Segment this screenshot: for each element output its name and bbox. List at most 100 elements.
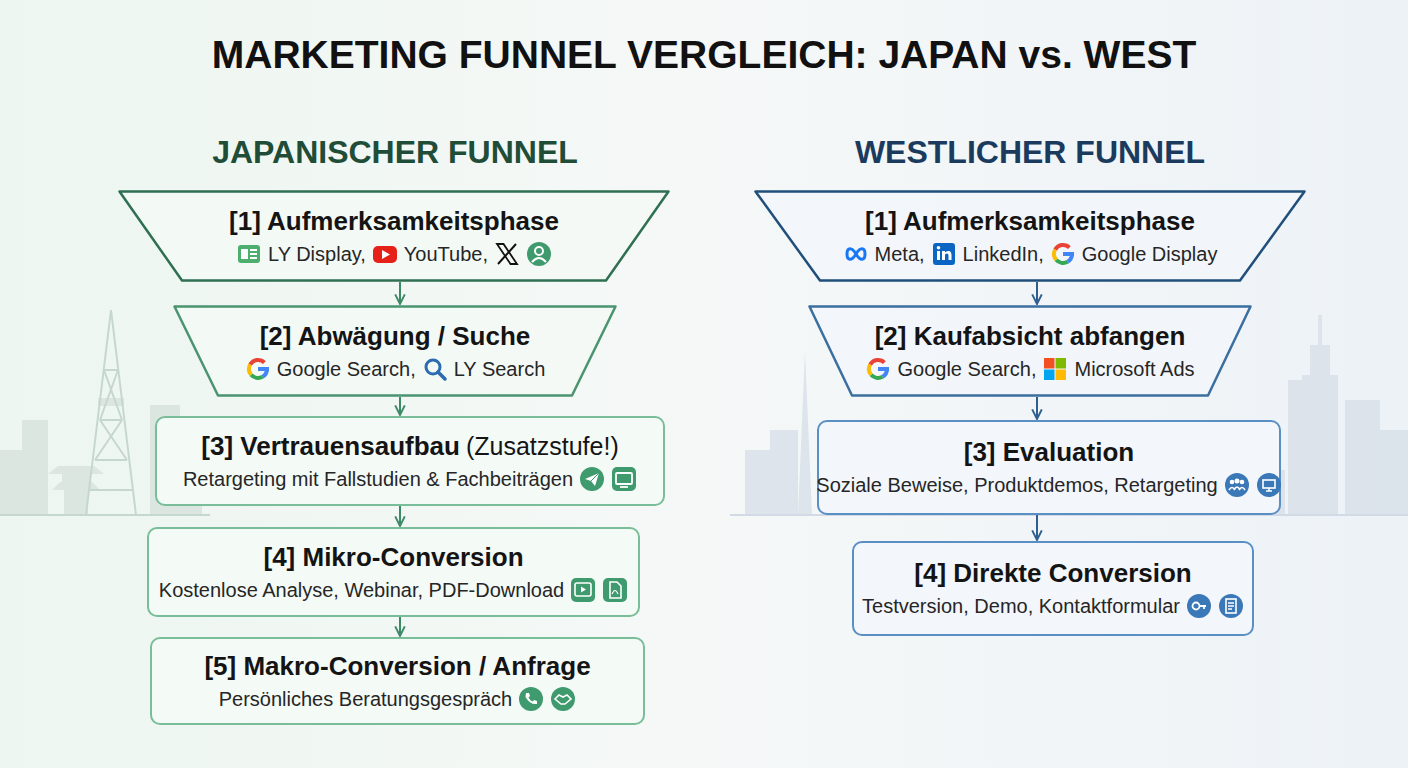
icon-part [551,687,575,711]
icon-holder [526,241,552,267]
stage-row: [3] Vertrauensaufbau(Zusatzstufe!) [201,431,618,461]
icon-holder [931,241,957,267]
stage-body: Microsoft Ads [1074,356,1194,382]
icon-part [1053,243,1070,250]
channel-icon [372,241,398,267]
stage-row: [2] Kaufabsicht abfangen [875,321,1186,351]
stage-body: Soziale Beweise, Produktdemos, Retargeti… [816,472,1217,498]
stage-body: Persönliches Beratungsgespräch [219,686,513,712]
icon-holder [1224,472,1250,498]
channel-icon [1050,241,1076,267]
channel-icon [931,241,957,267]
icon-part [1056,358,1067,369]
icon-part [580,467,604,491]
icon-part [1199,606,1206,609]
trapezoid-shape [120,192,669,281]
icon-part [591,473,599,481]
icon-part [258,367,269,371]
icon-part [870,373,884,379]
icon-part [1239,480,1244,485]
icon-part [1219,594,1243,618]
stage-heading: [4] Direkte Conversion [914,558,1191,588]
stage-heading: [3] Vertrauensaufbau [201,431,460,461]
funnel-stage: [3] Vertrauensaufbau(Zusatzstufe!)Retarg… [155,416,665,506]
flow-arrow [1036,515,1038,540]
trapezoid-outline [173,305,617,397]
icon-part [555,695,571,704]
stage-row: [2] Abwägung / Suche [260,321,531,351]
icon-part [1263,480,1275,488]
channel-icon [602,577,628,603]
stage-body: Kostenlose Analyse, Webinar, PDF-Downloa… [159,577,564,603]
icon-holder [1186,593,1212,619]
channel-icon [422,356,448,382]
icon-part [1229,487,1245,490]
icon-part [438,372,445,379]
icon-part [585,473,599,486]
stage-row: Persönliches Beratungsgespräch [219,686,577,712]
decor-element [48,466,104,474]
icon-part [942,250,952,259]
icon-part [1187,594,1211,618]
trapezoid-outline [808,305,1252,397]
trapezoid-outline [118,190,670,282]
icon-part [238,245,260,263]
page-title: MARKETING FUNNEL VERGLEICH: JAPAN vs. WE… [0,33,1408,77]
decor-element [90,370,132,490]
icon-part [241,249,248,259]
icon-part [1257,473,1281,497]
icon-holder [550,686,576,712]
icon-part [1054,258,1068,264]
channel-icon [550,686,576,712]
icon-part [497,244,517,264]
icon-holder [1042,356,1068,382]
funnel-stage: [1] AufmerksamkeitsphaseMeta,LinkedIn,Go… [754,190,1306,282]
icon-part [250,253,257,255]
icon-part [878,367,889,371]
trapezoid-shape [810,307,1251,396]
stage-row: Google Search,LY Search [245,356,546,382]
decor-element [745,450,770,515]
stage-body: LinkedIn, [963,241,1044,267]
icon-holder [422,356,448,382]
flow-arrow [399,397,401,415]
icon-part [250,249,257,251]
stage-heading: [5] Makro-Conversion / Anfrage [204,651,590,681]
icon-part [933,243,955,265]
icon-holder [843,241,869,267]
title-underline [600,86,808,89]
decor-element [64,490,88,515]
icon-part [1225,473,1249,497]
stage-row: Kostenlose Analyse, Webinar, PDF-Downloa… [159,577,628,603]
stage-body: Meta, [875,241,925,267]
flow-arrow [1036,282,1038,304]
icon-part [526,693,538,704]
decor-element [0,450,22,515]
stage-heading: [2] Kaufabsicht abfangen [875,321,1186,351]
decor-element [86,310,136,515]
stage-body: YouTube, [404,241,488,267]
icon-part [936,246,940,250]
funnel-stage: [5] Makro-Conversion / AnfragePersönlich… [150,637,645,725]
channel-icon [245,356,271,382]
channel-icon [865,356,891,382]
icon-part [498,244,516,264]
flow-arrow [399,282,401,304]
funnel-stage: [1] AufmerksamkeitsphaseLY Display,YouTu… [118,190,670,282]
funnel-stage: [4] Direkte ConversionTestversion, Demo,… [852,541,1254,636]
icon-part [532,258,546,262]
icon-part [571,578,595,602]
stage-row: [1] Aufmerksamkeitsphase [229,206,559,236]
icon-part [527,242,551,266]
icon-holder [579,466,605,492]
icon-part [1063,252,1074,256]
flow-arrow [399,506,401,526]
icon-part [373,246,397,263]
icon-part [603,578,627,602]
icon-part [1226,599,1236,613]
channel-icon [236,241,262,267]
icon-part [250,257,257,259]
icon-part [616,473,632,484]
icon-holder [236,241,262,267]
